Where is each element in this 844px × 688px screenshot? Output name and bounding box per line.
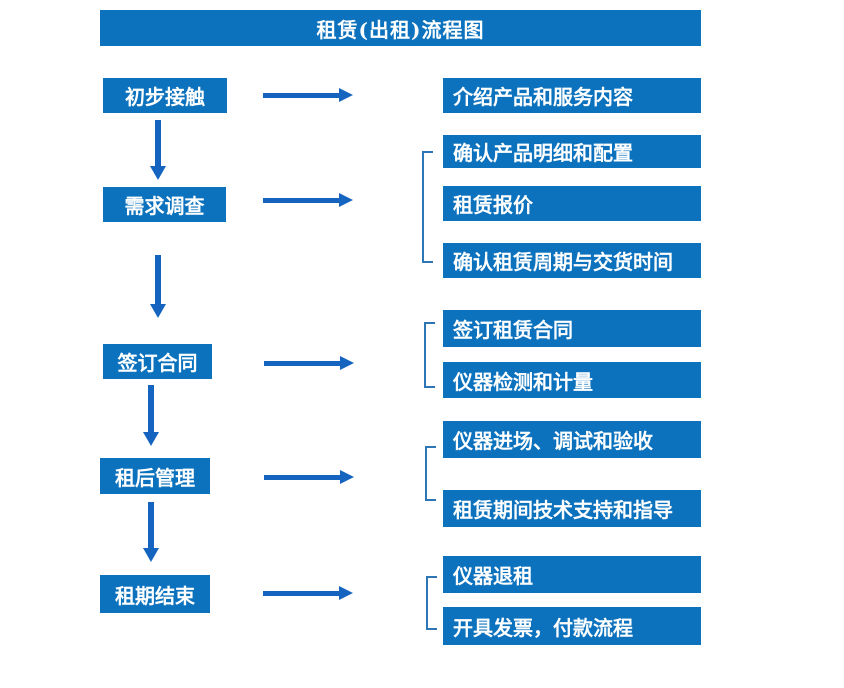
detail-box-tech-support: 租赁期间技术支持和指导: [443, 490, 701, 527]
right-arrow-3-icon: [264, 356, 354, 370]
detail-box-instrument-return: 仪器退租: [443, 556, 701, 593]
arrow-head: [340, 470, 354, 484]
right-arrow-5-icon: [263, 586, 353, 600]
down-arrow-3-icon: [143, 385, 159, 446]
arrow-shaft: [264, 475, 341, 480]
arrow-head: [150, 166, 166, 180]
arrow-shaft: [155, 255, 161, 305]
step-box-sign-contract: 签订合同: [103, 344, 212, 379]
arrow-shaft: [263, 93, 340, 98]
group-bracket-post-rental: [425, 446, 436, 501]
flowchart-title: 租赁(出租)流程图: [100, 10, 701, 46]
detail-box-rental-quote: 租赁报价: [443, 186, 701, 221]
detail-box-sign-rental-contract: 签订租赁合同: [443, 310, 701, 347]
step-box-initial-contact: 初步接触: [103, 78, 227, 113]
arrow-head: [339, 88, 353, 102]
detail-box-confirm-product-config: 确认产品明细和配置: [443, 135, 701, 168]
arrow-head: [143, 548, 159, 562]
detail-box-confirm-period-delivery: 确认租赁周期与交货时间: [443, 243, 701, 278]
detail-box-introduce-products: 介绍产品和服务内容: [443, 78, 701, 113]
arrow-head: [339, 586, 353, 600]
step-box-demand-survey: 需求调查: [103, 187, 226, 222]
arrow-head: [143, 432, 159, 446]
arrow-shaft: [155, 120, 161, 167]
right-arrow-1-icon: [263, 88, 353, 102]
right-arrow-2-icon: [263, 193, 353, 207]
detail-box-invoice-payment: 开具发票，付款流程: [443, 607, 701, 645]
group-bracket-sign-contract: [424, 322, 435, 388]
arrow-head: [340, 356, 354, 370]
arrow-shaft: [148, 385, 154, 433]
step-box-rental-end: 租期结束: [100, 575, 210, 613]
arrow-shaft: [148, 502, 154, 549]
arrow-head: [150, 304, 166, 318]
down-arrow-2-icon: [150, 255, 166, 318]
arrow-shaft: [263, 591, 340, 596]
group-bracket-rental-end: [426, 576, 437, 630]
down-arrow-4-icon: [143, 502, 159, 562]
down-arrow-1-icon: [150, 120, 166, 180]
right-arrow-4-icon: [264, 470, 354, 484]
arrow-shaft: [264, 361, 341, 366]
detail-box-instrument-setup-acceptance: 仪器进场、调试和验收: [443, 421, 701, 458]
arrow-head: [339, 193, 353, 207]
step-box-post-rental-management: 租后管理: [100, 458, 210, 494]
arrow-shaft: [263, 198, 340, 203]
group-bracket-demand-survey: [422, 151, 433, 263]
detail-box-instrument-inspection: 仪器检测和计量: [443, 362, 701, 398]
